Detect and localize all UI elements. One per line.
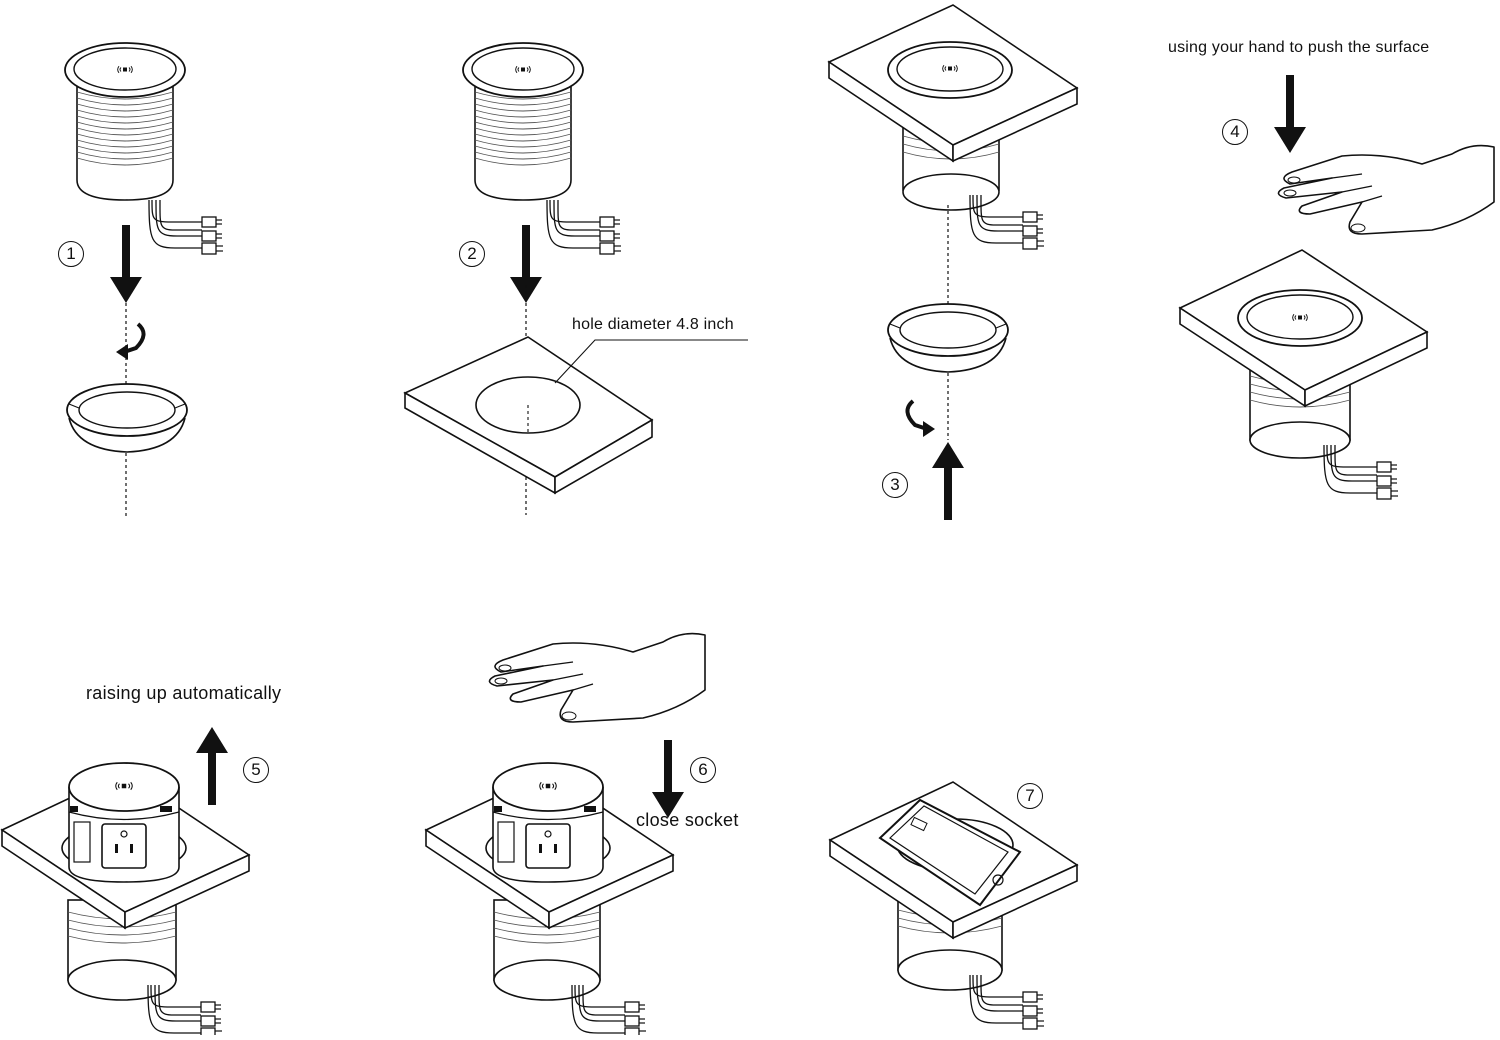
step-4-illustration	[1178, 75, 1495, 500]
step-number-7: 7	[1017, 783, 1043, 809]
step-number-6: 6	[690, 757, 716, 783]
step-number-2: 2	[459, 241, 485, 267]
step-7-illustration	[828, 781, 1079, 1030]
push-surface-label: using your hand to push the surface	[1168, 39, 1430, 56]
step-2-illustration	[403, 43, 748, 515]
step-number-4: 4	[1222, 119, 1248, 145]
raising-up-label: raising up automatically	[86, 683, 282, 703]
smartphone-icon	[878, 798, 1022, 907]
step-number-3: 3	[882, 472, 908, 498]
step-number-1: 1	[58, 241, 84, 267]
step-number-5: 5	[243, 757, 269, 783]
step-5-illustration	[0, 727, 251, 1040]
step-1-illustration	[65, 43, 224, 518]
close-socket-label: close socket	[636, 810, 739, 830]
hole-diameter-label: hole diameter 4.8 inch	[572, 316, 734, 333]
step-3-illustration	[827, 4, 1079, 520]
step-6-illustration	[424, 632, 706, 1040]
